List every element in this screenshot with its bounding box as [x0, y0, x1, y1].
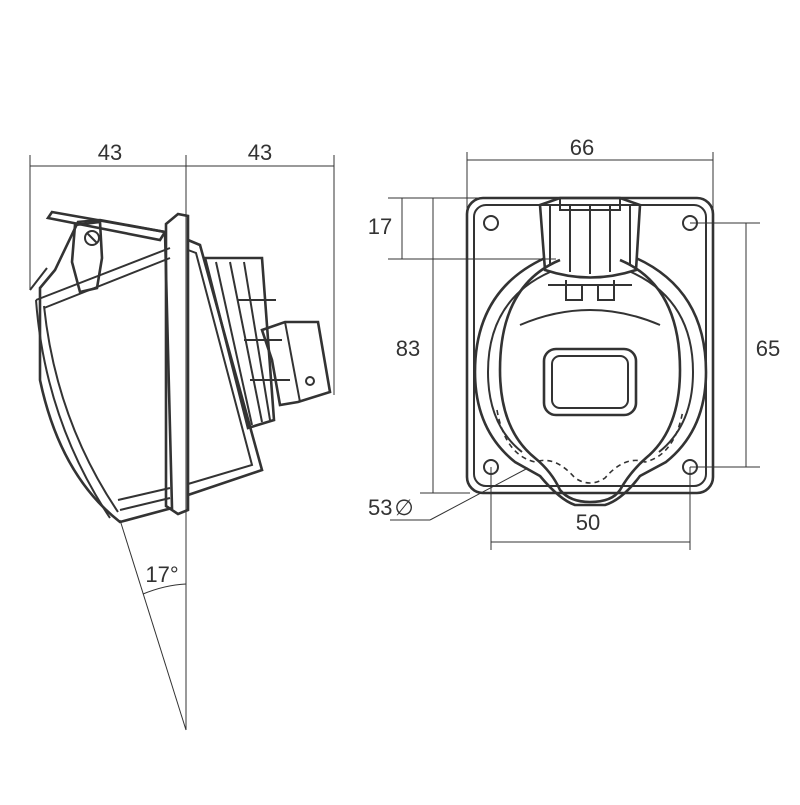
mounting-flange — [164, 212, 190, 516]
socket-outer-ring — [473, 256, 708, 507]
front-body-inner — [187, 249, 254, 485]
diameter-leader — [429, 467, 529, 521]
mounting-hole-bottom-right — [682, 459, 698, 475]
mounting-hole-top-left — [483, 215, 499, 231]
center-window-inner — [551, 355, 629, 409]
dimension-flap-height: 17 — [368, 214, 392, 239]
front-view: 66 17 83 65 50 53∅ — [368, 135, 780, 550]
terminal-edge — [284, 321, 301, 403]
dimension-front-width: 66 — [570, 135, 594, 160]
angle-reference-tilted — [119, 519, 187, 731]
dimension-cutout-diameter: 53∅ — [368, 495, 414, 520]
housing-curve-outer — [35, 299, 111, 519]
housing-top-edge — [35, 247, 171, 301]
dimension-side-depth-rear: 43 — [98, 140, 122, 165]
mounting-hole-bottom-left — [483, 459, 499, 475]
mounting-hole-top-right — [682, 215, 698, 231]
flap-lid — [498, 258, 682, 504]
flap-latch — [538, 196, 642, 279]
housing-top-edge-inner — [43, 257, 171, 309]
dimension-side-depth-front: 43 — [248, 140, 272, 165]
insert-rib-2 — [229, 261, 263, 423]
housing-bottom-edge — [117, 487, 171, 501]
socket-ring-right — [630, 271, 695, 453]
dimension-front-height: 83 — [396, 336, 420, 361]
socket-ring-left — [486, 271, 551, 453]
housing-bottom-edge-inner — [119, 497, 171, 511]
angle-arc — [142, 583, 187, 595]
insert-rib-1 — [215, 261, 253, 426]
side-view: 43 43 17° — [29, 140, 335, 731]
terminal-screw — [305, 376, 315, 386]
dimension-hole-vertical-spacing: 65 — [756, 336, 780, 361]
dimension-tilt-angle: 17° — [145, 562, 178, 587]
flap-hinge-tabs — [565, 280, 615, 301]
lid-hinge-arm — [70, 220, 104, 294]
cutout-circle-dashed — [496, 409, 684, 484]
center-window-outer — [542, 347, 638, 417]
contact-insert — [203, 256, 276, 430]
terminal-block — [260, 320, 332, 407]
flap-upper-arc — [519, 309, 661, 326]
lid-top — [45, 210, 168, 242]
hinge-pin — [84, 230, 100, 246]
housing-rear-edge — [29, 267, 48, 291]
housing-curve-inner — [43, 305, 119, 513]
latch-top-cap — [559, 198, 621, 211]
hinge-pin-slot — [86, 232, 98, 244]
dimension-hole-horizontal-spacing: 50 — [576, 510, 600, 535]
